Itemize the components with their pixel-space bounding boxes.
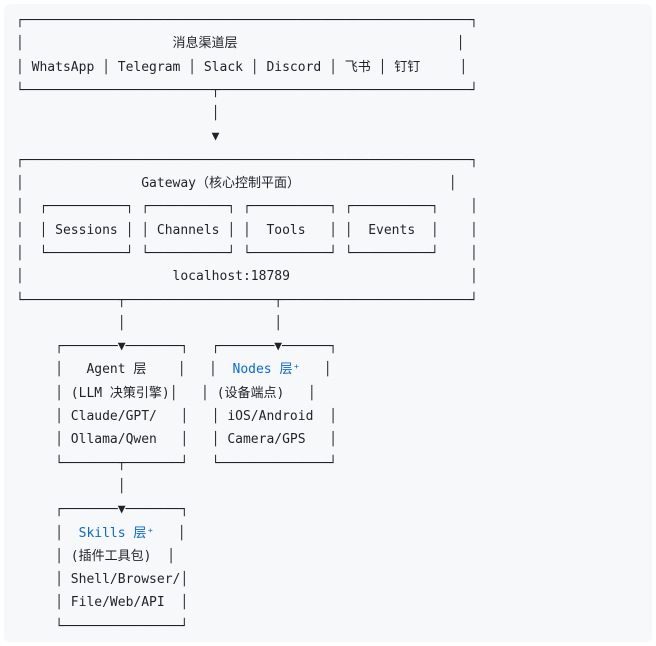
diagram-text: └────────────┬───────────────────┬──────… [16,292,478,308]
diagram-text: │ [16,525,79,541]
diagram-line: │ │ [16,312,640,335]
diagram-line: │ Claude/GPT/ │ │ iOS/Android │ [16,405,640,428]
diagram-text: │ ┌──────────┐ ┌──────────┐ ┌──────────┐… [16,199,478,215]
diagram-line: │ [16,475,640,498]
diagram-line: │ │ Sessions │ │ Channels │ │ Tools │ │ … [16,219,640,242]
diagram-text: │ └──────────┘ └──────────┘ └──────────┘… [16,245,478,261]
diagram-line: ┌───────────────────────────────────────… [16,9,640,32]
diagram-text: │ Agent 层 │ │ [16,362,233,378]
diagram-text: │ [16,478,126,494]
diagram-text: │ │ Sessions │ │ Channels │ │ Tools │ │ … [16,222,478,238]
diagram-line: ▼ [16,125,640,148]
ascii-architecture-diagram: ┌───────────────────────────────────────… [16,9,640,638]
diagram-text: └────────────────────────┬──────────────… [16,82,478,98]
diagram-line: │ ┌──────────┐ ┌──────────┐ ┌──────────┐… [16,195,640,218]
diagram-text: │ Ollama/Qwen │ │ Camera/GPS │ [16,432,337,448]
diagram-text: │ (插件工具包) │ [16,548,175,564]
diagram-text: └───────┬───────┘ └──────────────┘ [16,455,337,471]
diagram-text: │ (LLM 决策引擎)│ │ (设备端点) │ [16,385,316,401]
diagram-text: ┌───────▼───────┐ [16,502,189,518]
diagram-line: └────────────────────────┬──────────────… [16,79,640,102]
diagram-text: │ [16,106,220,122]
diagram-line: └────────────┬───────────────────┬──────… [16,289,640,312]
diagram-line: │ Ollama/Qwen │ │ Camera/GPS │ [16,428,640,451]
diagram-line: │ Shell/Browser/│ [16,568,640,591]
diagram-line: │ └──────────┘ └──────────┘ └──────────┘… [16,242,640,265]
code-block: ┌───────────────────────────────────────… [4,4,652,642]
diagram-line: └───────────────┘ [16,615,640,638]
diagram-line: │ 消息渠道层 │ [16,32,640,55]
diagram-text: ┌───────────────────────────────────────… [16,13,478,28]
diagram-text: │ Gateway（核心控制平面） │ [16,176,457,192]
diagram-line: │ WhatsApp │ Telegram │ Slack │ Discord … [16,56,640,79]
diagram-line: │ [16,102,640,125]
diagram-text: │ [300,362,332,378]
diagram-text: │ File/Web/API │ [16,595,189,611]
diagram-line: │ File/Web/API │ [16,591,640,614]
diagram-line: │ (LLM 决策引擎)│ │ (设备端点) │ [16,382,640,405]
skills-layer-link[interactable]: Skills 层⁺ [78,525,155,541]
diagram-text: │ 消息渠道层 │ [16,36,465,52]
diagram-line: │ (插件工具包) │ [16,545,640,568]
diagram-text: ▼ [16,129,220,145]
diagram-line: │ localhost:18789 │ [16,265,640,288]
diagram-text: ┌───────────────────────────────────────… [16,152,478,168]
diagram-line: ┌───────▼───────┐ ┌───────▼──────┐ [16,335,640,358]
diagram-text: │ WhatsApp │ Telegram │ Slack │ Discord … [16,59,468,75]
diagram-line: └───────┬───────┘ └──────────────┘ [16,452,640,475]
diagram-line: │ Agent 层 │ │ Nodes 层⁺ │ [16,358,640,381]
diagram-text: │ Shell/Browser/│ [16,572,189,588]
diagram-text: └───────────────┘ [16,618,189,634]
diagram-text: │ localhost:18789 │ [16,269,478,285]
nodes-layer-link[interactable]: Nodes 层⁺ [232,362,301,378]
diagram-text: ┌───────▼───────┐ ┌───────▼──────┐ [16,339,337,355]
diagram-line: ┌───────────────────────────────────────… [16,149,640,172]
diagram-line: │ Gateway（核心控制平面） │ [16,172,640,195]
diagram-text: │ │ [16,315,283,331]
diagram-text: │ [154,525,186,541]
diagram-text: │ Claude/GPT/ │ │ iOS/Android │ [16,409,337,425]
diagram-line: ┌───────▼───────┐ [16,498,640,521]
diagram-line: │ Skills 层⁺ │ [16,522,640,545]
